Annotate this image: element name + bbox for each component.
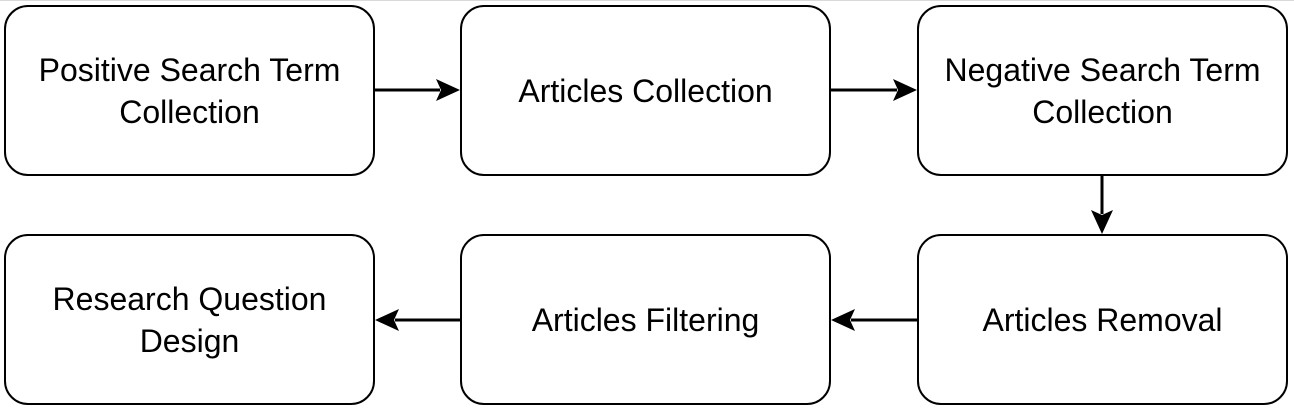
top-divider [0, 0, 1294, 1]
step-negative-search-term-collection: Negative Search Term Collection [917, 5, 1288, 176]
arrow-n4-to-n5 [831, 309, 917, 331]
step-articles-filtering: Articles Filtering [460, 234, 831, 405]
step-label: Research Question Design [52, 280, 327, 359]
step-label: Articles Filtering [531, 301, 760, 338]
step-label: Articles Removal [982, 301, 1223, 338]
arrow-n5-to-n6 [375, 309, 460, 331]
arrow-n3-to-n4 [1091, 176, 1113, 234]
step-research-question-design: Research Question Design [4, 234, 375, 405]
step-articles-collection: Articles Collection [460, 5, 831, 176]
step-articles-removal: Articles Removal [917, 234, 1288, 405]
step-label: Positive Search Term Collection [38, 51, 341, 130]
step-label: Articles Collection [518, 72, 773, 109]
arrow-n2-to-n3 [831, 79, 917, 101]
step-label: Negative Search Term Collection [944, 51, 1261, 130]
step-positive-search-term-collection: Positive Search Term Collection [4, 5, 375, 176]
arrow-n1-to-n2 [375, 79, 460, 101]
